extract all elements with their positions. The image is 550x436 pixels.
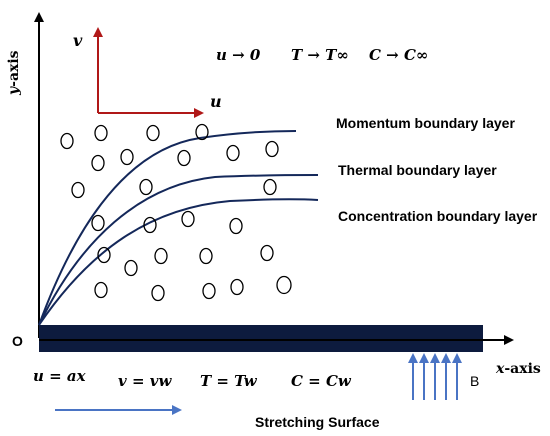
particle	[139, 178, 153, 196]
concentration-layer-label: Concentration boundary layer	[338, 208, 538, 224]
particle	[177, 149, 191, 167]
momentum-layer-curve	[38, 130, 297, 326]
particle	[91, 214, 105, 232]
particle	[276, 275, 292, 295]
particle	[181, 210, 195, 228]
stretching-surface-label: Stretching Surface	[255, 414, 380, 430]
wall-velocity-arrows	[408, 353, 462, 400]
far-field-c: C → C∞	[369, 46, 428, 64]
u-label: u	[210, 92, 222, 111]
particle	[151, 284, 165, 302]
particles	[60, 123, 292, 302]
particle	[202, 282, 216, 300]
particle	[120, 148, 134, 166]
particle	[60, 132, 74, 150]
particle	[195, 123, 209, 141]
particle	[229, 217, 243, 235]
particle	[143, 216, 157, 234]
particle	[91, 154, 105, 172]
stretching-plate	[39, 325, 483, 352]
momentum-layer-label: Momentum boundary layer	[336, 115, 515, 131]
particle	[94, 281, 108, 299]
particle	[263, 178, 277, 196]
concentration-layer-curve	[38, 198, 319, 326]
particle	[226, 144, 240, 162]
wall-t-condition: T = Tw	[200, 372, 258, 390]
thermal-layer-curve	[38, 174, 319, 326]
wall-c-condition: C = Cw	[291, 372, 352, 390]
v-label: v	[73, 31, 83, 50]
origin-label: O	[12, 333, 23, 349]
particle	[199, 247, 213, 265]
particle	[97, 246, 111, 264]
wall-v-condition: v = vw	[118, 372, 172, 390]
far-field-u: u → 0	[216, 46, 261, 64]
thermal-layer-label: Thermal boundary layer	[338, 162, 497, 178]
x-axis-label: x-axis	[495, 361, 541, 377]
particle	[146, 124, 160, 142]
far-field-t: T → T∞	[291, 46, 349, 64]
particle	[230, 278, 244, 296]
wall-u-condition: u = ax	[33, 367, 87, 385]
y-axis-label: y-axis	[6, 50, 22, 96]
particle	[94, 124, 108, 142]
particle	[260, 244, 274, 262]
particle	[154, 247, 168, 265]
b-label: B	[470, 373, 479, 389]
particle	[265, 140, 279, 158]
particle	[124, 259, 138, 277]
particle	[71, 181, 85, 199]
